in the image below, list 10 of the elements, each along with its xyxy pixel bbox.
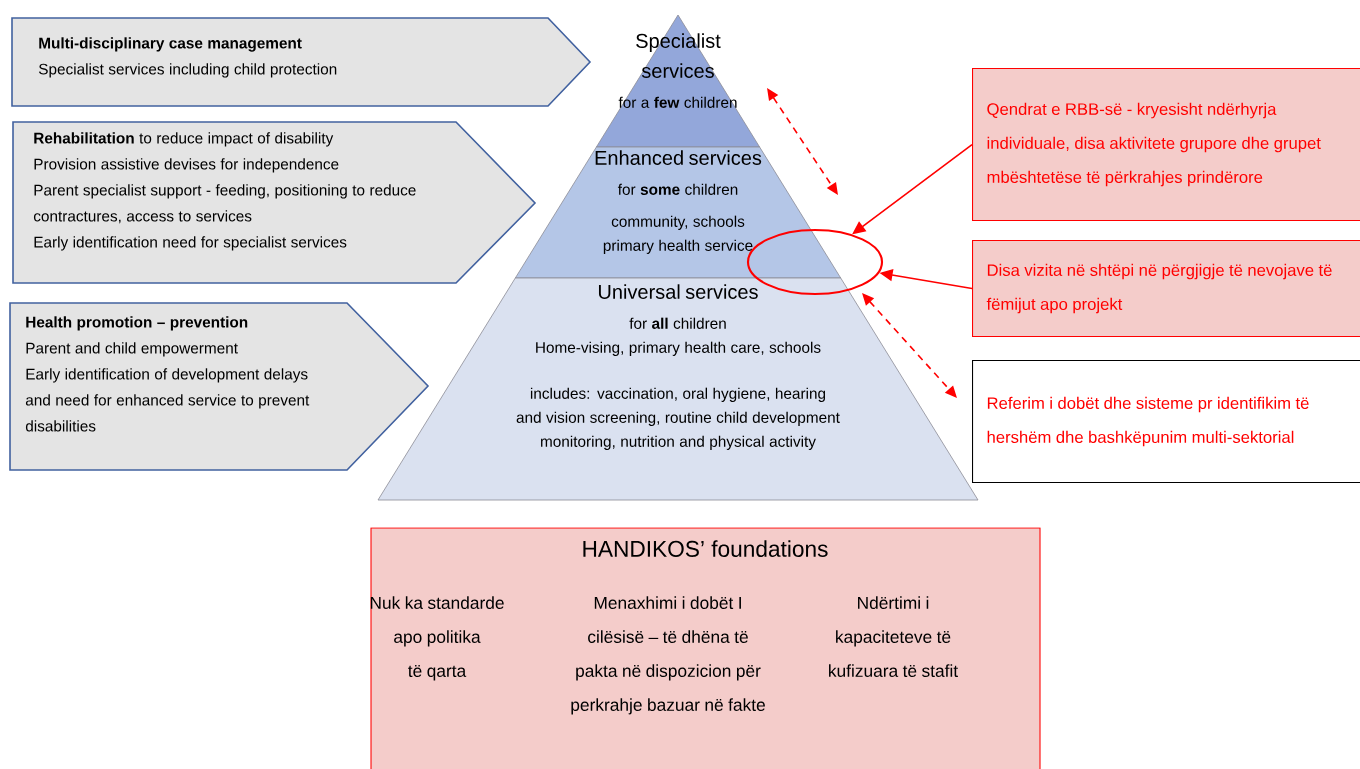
pyramid-tier: Universal services for all children Home-vising, primary health care, schools includes: vaccination, oral hygiene, hearing and vision screening, routine child development monitoring, nutrition and physical activity [377, 277, 979, 501]
callout-box: Referim i dobët dhe sisteme pr identifikim të hershëm dhe bashkëpunim multi-sektorial [972, 360, 1360, 484]
callout-box: Qendrat e RBB-së - kryesisht ndërhyrja individuale, disa aktivitete grupore dhe grupet mbështetëse të përkrahjes prindërore [972, 68, 1360, 222]
foundation-panel: HANDIKOS’ foundations Nuk ka standarde apo politika të qarta Menaxhimi i dobët I cilësisë – të dhëna të pakta në dispozicion për perkrahje bazuar në fakte Ndërtimi i kapaciteteve të kufizuara të stafit [370, 527, 1041, 769]
chevron-box: Rehabilitation to reduce impact of disability Provision assistive devises for independence Parent specialist support - feeding, positioning to reduce contractures, access to services Early identification need for specialist services [12, 121, 537, 284]
pyramid-tier: Specialist services for a few children [596, 14, 760, 148]
chevron-box: Health promotion – prevention Parent and child empowerment Early identification of development delays and need for enhanced service to prevent disabilities [9, 302, 430, 471]
pyramid-tier: Enhanced services for some children community, schools primary health service [514, 146, 842, 279]
chevron-box: Multi-disciplinary case management Specialist services including child protection [11, 17, 592, 107]
callout-box: Disa vizita në shtëpi në përgjigje të nevojave të fëmijut apo projekt [972, 240, 1360, 338]
